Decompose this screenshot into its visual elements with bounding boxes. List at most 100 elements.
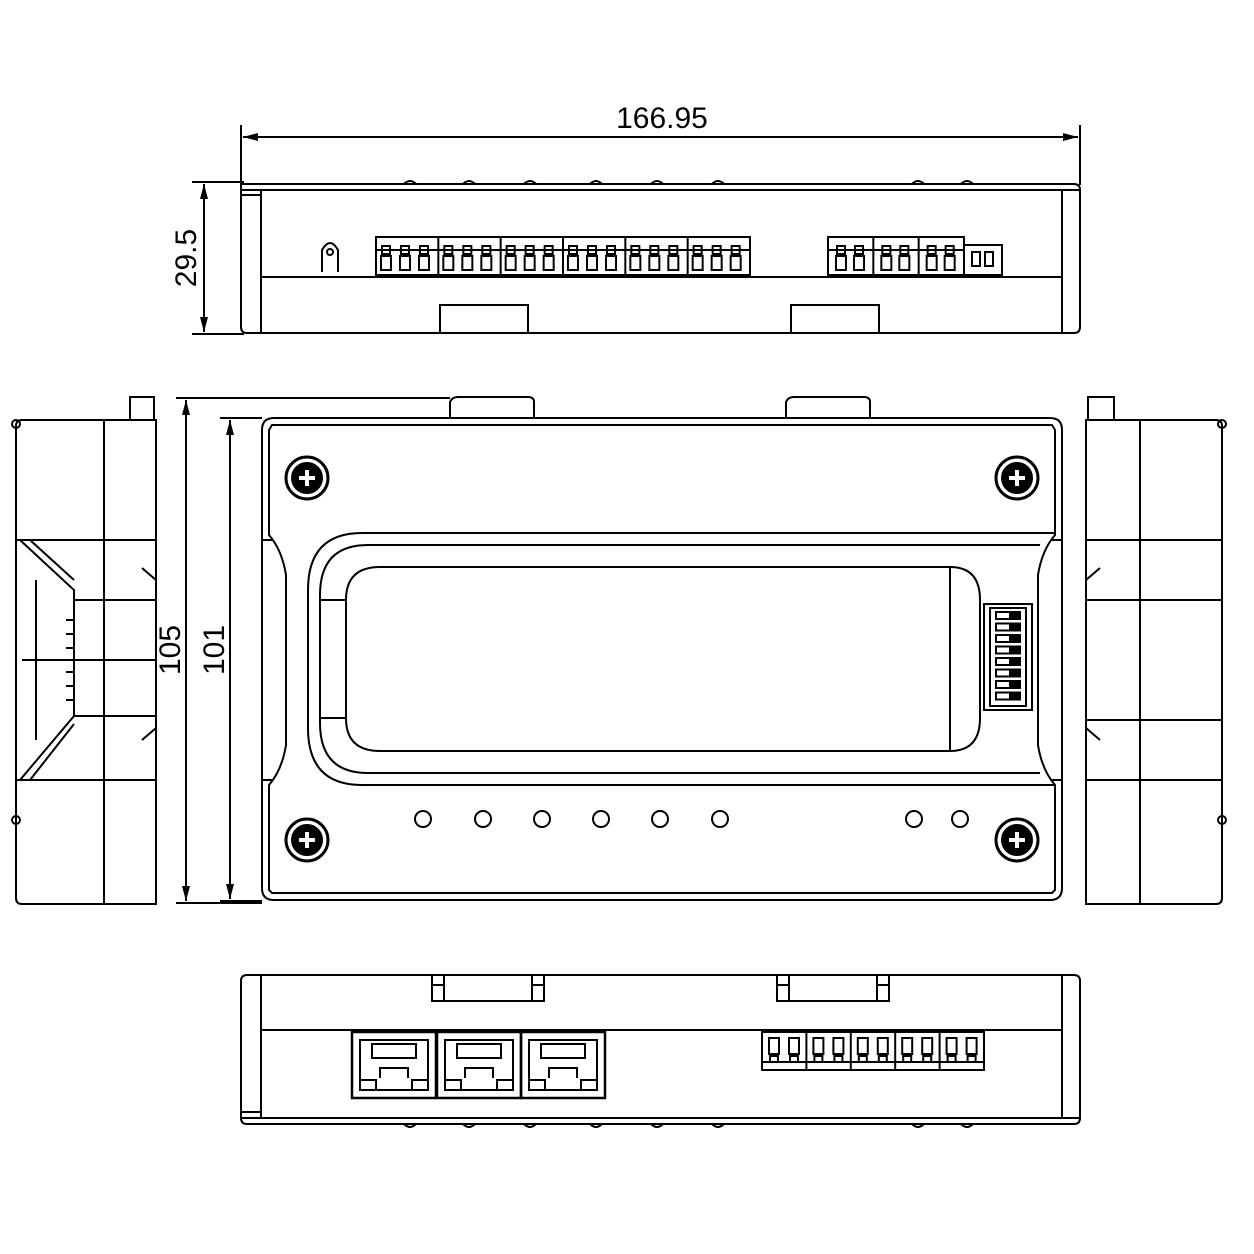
dip-switch-position — [995, 668, 1021, 678]
dip-switch-position — [995, 611, 1021, 620]
terminal-pin — [419, 245, 429, 255]
terminal-pin — [649, 245, 660, 255]
terminal-screw — [586, 255, 598, 271]
terminal-pin — [587, 245, 597, 255]
terminal-screw — [567, 255, 579, 271]
terminal-pin — [854, 245, 864, 255]
terminal-pin — [966, 1055, 977, 1063]
terminal-screw — [480, 255, 493, 271]
terminal-screw — [605, 255, 617, 271]
terminal-pin — [813, 1055, 824, 1063]
terminal-pin — [833, 1055, 844, 1063]
terminal-screw — [442, 255, 455, 271]
led-indicator — [651, 810, 669, 828]
left-side-view — [11, 396, 157, 905]
terminal-screw — [768, 1037, 780, 1055]
terminal-screw — [880, 255, 893, 271]
led-indicator — [414, 810, 432, 828]
terminal-pin — [381, 245, 391, 255]
terminal-pin — [789, 1055, 799, 1063]
terminal-pin — [443, 245, 454, 255]
dip-switch-position — [995, 622, 1021, 632]
terminal-screw — [648, 255, 661, 271]
width-label: 166.95 — [616, 102, 708, 135]
terminal-screw — [925, 255, 938, 271]
display-window — [345, 566, 981, 752]
inner-depth-label: 101 — [198, 625, 231, 675]
terminal-pin — [630, 245, 641, 255]
top-terminal-strip — [375, 236, 751, 276]
led-indicator — [905, 810, 923, 828]
terminal-screw — [729, 255, 742, 271]
width-dimension: 166.95 — [240, 102, 1081, 185]
latch-icon — [321, 242, 339, 272]
terminal-screw — [945, 1037, 958, 1055]
terminal-pin — [481, 245, 492, 255]
dip-switch-position — [995, 691, 1021, 701]
terminal-screw — [542, 255, 555, 271]
rj45-port-icon — [435, 1030, 523, 1100]
status-leds — [414, 810, 969, 828]
terminal-pin — [730, 245, 741, 255]
terminal-pin — [944, 245, 955, 255]
terminal-pin — [877, 1055, 888, 1063]
top-edge-bumps — [403, 180, 974, 185]
terminal-screw — [921, 1037, 934, 1055]
terminal-pin — [606, 245, 616, 255]
dip-switch-position — [995, 645, 1021, 655]
terminal-screw — [876, 1037, 889, 1055]
dip-switch-position — [995, 680, 1021, 689]
terminal-screw — [461, 255, 474, 271]
terminal-pin — [902, 1055, 913, 1063]
terminal-pin — [946, 1055, 957, 1063]
led-indicator — [711, 810, 729, 828]
rj45-port-icon — [350, 1030, 438, 1100]
rj45-port-icon — [519, 1030, 607, 1100]
terminal-screw — [788, 1037, 800, 1055]
terminal-pin — [543, 245, 554, 255]
bottom-view — [240, 974, 1081, 1128]
dip-switch-icon — [983, 603, 1033, 711]
height-label: 29.5 — [170, 229, 203, 287]
inner-depth-dimension: 101 — [198, 417, 262, 902]
terminal-pin — [769, 1055, 779, 1063]
terminal-pin — [899, 245, 910, 255]
terminal-screw — [943, 255, 956, 271]
din-clip-left — [431, 974, 545, 1002]
terminal-pin — [462, 245, 473, 255]
terminal-pin — [692, 245, 703, 255]
terminal-screw — [667, 255, 680, 271]
terminal-pin — [505, 245, 516, 255]
terminal-screw — [629, 255, 642, 271]
din-clip-right — [776, 974, 890, 1002]
left-side-ribs — [66, 619, 74, 701]
dip-switch-position — [995, 634, 1021, 643]
terminal-pin — [400, 245, 410, 255]
terminal-screw — [691, 255, 704, 271]
terminal-pin — [922, 1055, 933, 1063]
top-aux-terminal-strip — [827, 236, 965, 276]
bottom-edge-bumps — [403, 1123, 974, 1128]
terminal-screw — [856, 1037, 869, 1055]
small-connector-icon — [963, 244, 1003, 276]
terminal-screw — [710, 255, 723, 271]
terminal-pin — [711, 245, 722, 255]
screw-icon — [284, 817, 330, 863]
right-side-view — [1085, 396, 1227, 905]
bottom-terminal-strip — [761, 1031, 985, 1071]
height-dimension: 29.5 — [170, 181, 244, 335]
front-view — [261, 396, 1063, 901]
terminal-screw — [898, 255, 911, 271]
terminal-pin — [568, 245, 578, 255]
terminal-pin — [881, 245, 892, 255]
terminal-pin — [836, 245, 846, 255]
screw-icon — [994, 455, 1040, 501]
terminal-screw — [380, 255, 392, 271]
terminal-screw — [399, 255, 411, 271]
terminal-pin — [926, 245, 937, 255]
terminal-pin — [524, 245, 535, 255]
top-view — [240, 180, 1081, 334]
terminal-screw — [965, 1037, 978, 1055]
terminal-pin — [668, 245, 679, 255]
